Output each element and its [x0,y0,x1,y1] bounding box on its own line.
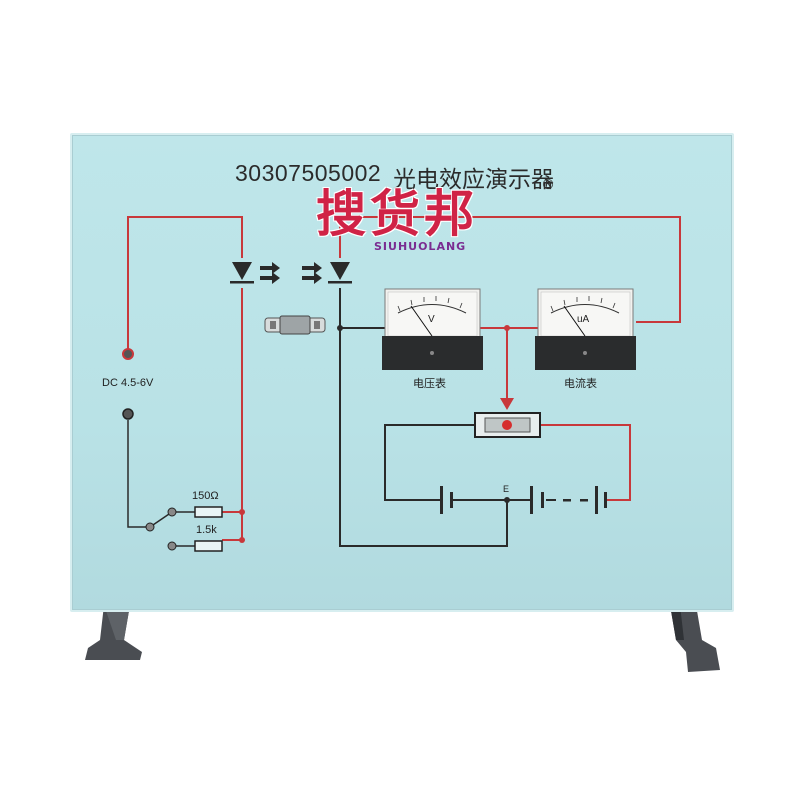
wire-black-rheostat-left [384,424,475,501]
ammeter-unit: uA [577,314,590,325]
wire-red-top-right [339,216,681,323]
wire-black-left [127,420,148,528]
resistor-1-5k-label: 1.5k [196,524,217,536]
board-title: 光电效应演示器 [393,167,554,193]
voltmeter-label: 电压表 [413,378,446,390]
switch-contact-2 [167,541,177,551]
wire-red-rheostat-right [540,424,631,501]
terminal-positive [122,348,134,360]
photodiode-symbol [302,262,352,284]
wire-red-left-vertical [222,288,243,541]
terminal-negative [122,408,134,420]
watermark-logo-en: SIUHUOLANG [374,240,467,253]
rheostat-arrow [500,398,514,410]
voltmeter-unit: V [428,314,435,325]
filter-slot [264,315,326,335]
power-label: DC 4.5-6V [102,377,154,389]
switch-pivot [145,522,155,532]
led-symbol [230,262,280,284]
watermark-logo: 搜货邦 [316,185,478,243]
resistor-150 [194,506,223,518]
wire-black-main [339,288,508,547]
demo-board [70,133,734,612]
battery-cells [440,486,607,514]
resistor-1-5k [194,540,223,552]
right-leg [670,605,720,672]
ammeter-label: 电流表 [564,378,597,390]
battery-label: E [503,484,510,494]
rheostat [474,412,541,438]
ammeter [535,288,636,370]
model-number: 30307505002 [235,160,382,186]
wire-red-top-left [127,216,243,352]
registered-mark: ® [541,177,555,193]
switch-contact-1 [167,507,177,517]
voltmeter [382,288,483,370]
resistor-150-label: 150Ω [192,490,219,502]
